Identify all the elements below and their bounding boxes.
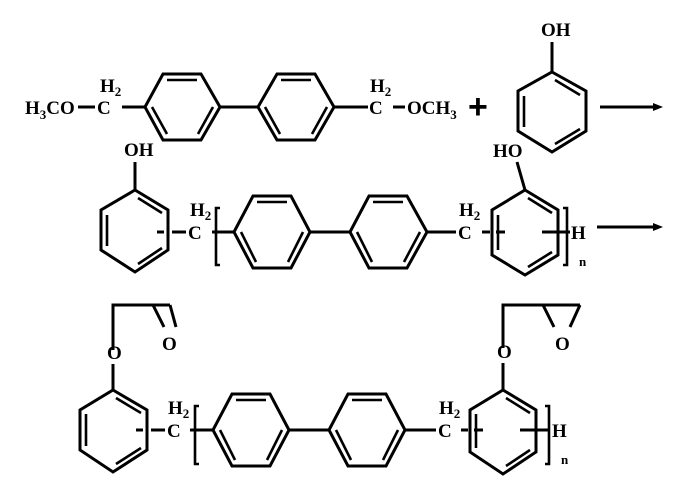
repeat-bracket-left: [214, 206, 220, 267]
benzene-ring: [99, 188, 170, 274]
ch2-left-c: C: [97, 98, 111, 119]
reactant-bis-methoxymethyl-biphenyl: H3CO C H2 C H2 OCH3: [25, 72, 457, 142]
ch2-right-c: C: [369, 98, 383, 119]
benzene-ring: [211, 392, 291, 468]
ch2-right-c: C: [458, 223, 472, 244]
ether-o-label: O: [107, 343, 122, 364]
ch2-right-c: C: [438, 421, 452, 442]
benzene-ring: [490, 188, 560, 277]
repeat-n: n: [579, 254, 587, 269]
benzene-ring: [516, 70, 588, 154]
ch2-left-c: C: [167, 421, 181, 442]
ch2-left-h: H2: [190, 200, 211, 223]
epoxide-o-label: O: [162, 334, 177, 355]
benzene-ring: [468, 388, 538, 476]
end-group-h: H: [552, 421, 567, 442]
benzene-ring: [232, 194, 312, 270]
left-oh-label: OH: [124, 140, 154, 161]
repeat-bracket-right: [545, 404, 551, 466]
benzene-ring: [256, 72, 336, 142]
benzene-ring: [78, 388, 149, 474]
methoxy-left-label: H3CO: [25, 98, 75, 122]
ether-o-label: O: [497, 342, 512, 363]
repeat-bracket-right: [563, 206, 569, 267]
ch2-right-h: H2: [370, 76, 391, 99]
product-epoxy-resin: O O C H2 C H2: [78, 303, 582, 476]
epoxide-o-label: O: [555, 334, 570, 355]
benzene-ring: [348, 194, 429, 270]
glycidyl-ether-right: O O: [497, 303, 582, 390]
intermediate-novolac: OH C H2 C H2: [99, 140, 587, 277]
bond: [515, 161, 527, 191]
repeat-n: n: [561, 452, 569, 467]
reactant-phenol: OH: [516, 20, 588, 154]
ch2-left-c: C: [188, 223, 202, 244]
end-group-h: H: [571, 223, 586, 244]
ch2-right-h: H2: [439, 398, 460, 421]
right-ho-label: HO: [493, 141, 523, 162]
ch2-left-h: H2: [168, 398, 189, 421]
glycidyl-ether-left: O O: [107, 303, 178, 390]
repeat-bracket-left: [193, 404, 199, 466]
ch2-right-h: H2: [459, 200, 480, 223]
benzene-ring: [143, 72, 222, 142]
plus-sign: +: [468, 88, 488, 126]
phenol-oh-label: OH: [541, 20, 571, 41]
ch2-left-h: H2: [100, 76, 121, 99]
benzene-ring: [327, 392, 407, 468]
methoxy-right-label: OCH3: [407, 98, 457, 122]
